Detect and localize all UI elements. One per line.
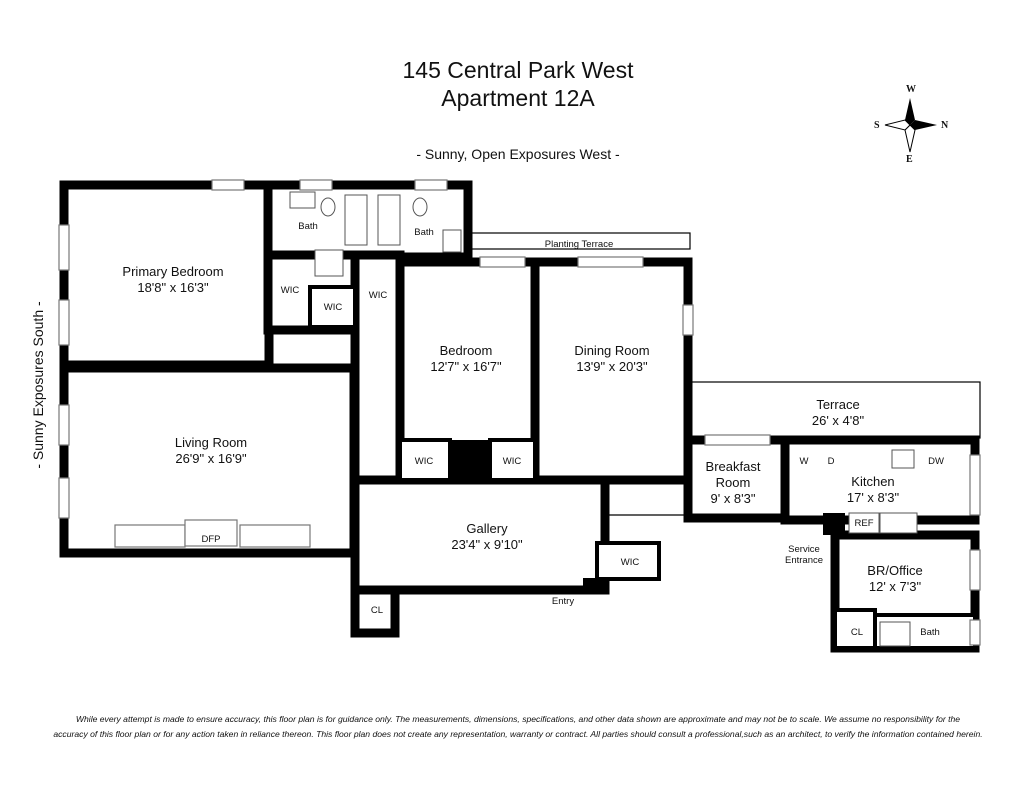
room-name: Breakfast Room	[705, 459, 761, 490]
fireplace-label: DFP	[201, 534, 221, 545]
bath-label: Bath	[298, 221, 318, 232]
compass-south: S	[874, 120, 880, 131]
disclaimer-line: accuracy of this floor plan or for any a…	[53, 729, 983, 739]
washer-label: W	[799, 456, 809, 467]
bath-fixtures	[289, 191, 918, 647]
room-dims: 18'8" x 16'3"	[137, 280, 209, 295]
planting-terrace-label: Planting Terrace	[544, 239, 614, 250]
wic-label: WIC	[280, 285, 300, 296]
disclaimer: While every attempt is made to ensure ac…	[0, 712, 1036, 742]
room-name: Primary Bedroom	[122, 264, 224, 279]
room-dims: 13'9" x 20'3"	[576, 359, 648, 374]
compass-east: E	[906, 154, 913, 165]
entry-label: Entry	[551, 596, 575, 607]
dishwasher-label: DW	[928, 456, 944, 467]
closet-label: CL	[850, 627, 864, 638]
room-name: Bedroom	[439, 343, 493, 358]
exposure-west-label: - Sunny, Open Exposures West -	[416, 146, 620, 162]
room-dims: 9' x 8'3"	[710, 491, 756, 506]
closet-label: CL	[370, 605, 384, 616]
bath-label: Bath	[414, 227, 434, 238]
plan-subtitle-apartment: Apartment 12A	[441, 85, 595, 111]
room-dims: 26' x 4'8"	[811, 413, 865, 428]
windows	[58, 179, 981, 646]
room-dims: 12'7" x 16'7"	[430, 359, 502, 374]
room-dims: 26'9" x 16'9"	[175, 451, 247, 466]
wic-label: WIC	[502, 456, 522, 467]
room-name: Living Room	[174, 435, 248, 450]
room-dims: 23'4" x 9'10"	[451, 537, 523, 552]
wic-label: WIC	[368, 290, 388, 301]
wic-label: WIC	[620, 557, 640, 568]
disclaimer-line: While every attempt is made to ensure ac…	[75, 714, 961, 724]
room-name: Terrace	[816, 397, 860, 412]
wic-label: WIC	[414, 456, 434, 467]
service-entrance-label: Service Entrance	[784, 544, 824, 566]
room-dims: 12' x 7'3"	[868, 579, 922, 594]
room-dims: 17' x 8'3"	[846, 490, 900, 505]
wic-label: WIC	[323, 302, 343, 313]
plan-title: 145 Central Park West	[402, 57, 634, 83]
refrigerator-label: REF	[854, 518, 874, 529]
compass-west: W	[906, 84, 916, 95]
bath-label: Bath	[920, 627, 940, 638]
room-name: Dining Room	[574, 343, 650, 358]
dryer-label: D	[827, 456, 835, 467]
compass-north: N	[941, 120, 949, 131]
room-name: Kitchen	[851, 474, 895, 489]
compass-icon	[884, 98, 937, 153]
room-name: Gallery	[466, 521, 508, 536]
room-name: BR/Office	[867, 563, 923, 578]
